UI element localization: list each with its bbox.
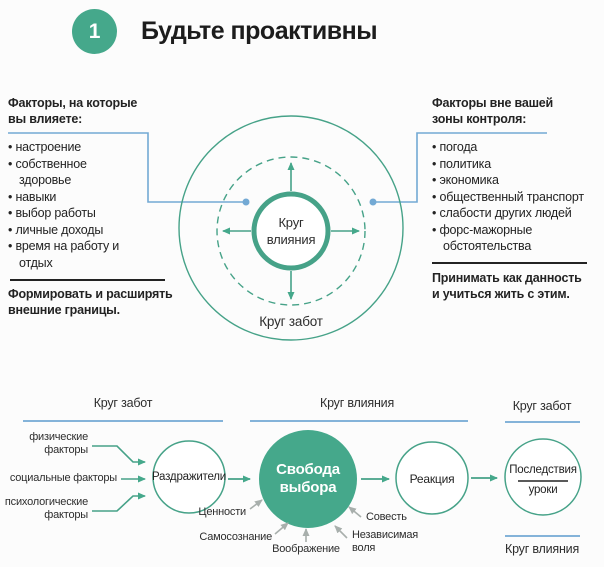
list-item: погода xyxy=(432,139,600,156)
factor-arrows xyxy=(92,445,146,512)
quality-arrows xyxy=(249,499,362,542)
zone-label-influence-bottom: Круг влияния xyxy=(504,542,580,556)
values-arrow xyxy=(249,499,263,510)
freedom-of-choice-label: Свобода выбора xyxy=(276,461,340,496)
psychological-factor-arrow xyxy=(92,492,146,512)
consequences-circle xyxy=(504,438,582,516)
zone-label-concern-right: Круг забот xyxy=(512,399,572,413)
left-panel-footer: Формировать и расширять внешние границы. xyxy=(8,287,173,317)
self-awareness-arrow xyxy=(274,522,289,535)
right-callout-connector xyxy=(369,132,547,206)
quality-conscience: Совесть xyxy=(366,511,407,523)
outer-circle-of-concern xyxy=(178,115,404,341)
list-item: настроение xyxy=(8,139,134,156)
list-item: личные доходы xyxy=(8,222,134,239)
dashed-middle-circle xyxy=(216,156,366,306)
quality-values: Ценности xyxy=(198,506,246,518)
input-physical-factors: физические факторы xyxy=(29,431,88,456)
right-panel-footer: Принимать как данность и учиться жить с … xyxy=(432,271,582,301)
reaction-circle xyxy=(395,441,469,515)
venn-diagram xyxy=(178,115,404,341)
independent-will-arrow xyxy=(334,525,348,539)
list-item: навыки xyxy=(8,189,134,206)
input-social-factors: социальные факторы xyxy=(9,472,117,484)
zone-label-concern-left: Круг забот xyxy=(93,396,153,410)
list-item: экономика xyxy=(432,172,600,189)
quality-imagination: Воображение xyxy=(272,543,340,555)
list-item: общественный транспорт xyxy=(432,189,600,206)
list-item: время на работу и отдых xyxy=(8,238,134,271)
inner-circle-of-influence xyxy=(251,191,331,271)
quality-independent-will: Независимая воля xyxy=(352,529,419,554)
right-panel-heading: Факторы вне вашей зоны контроля: xyxy=(432,96,554,126)
list-item: политика xyxy=(432,156,600,173)
right-connector-dot xyxy=(369,198,377,206)
consequences-label: Последствия xyxy=(509,464,577,476)
habit-number: 1 xyxy=(88,19,101,43)
habit-number-badge: 1 xyxy=(72,9,117,54)
circle-of-influence-label: Круг влияния xyxy=(266,215,316,247)
stimuli-label: Раздражители xyxy=(151,471,227,483)
physical-factor-arrow xyxy=(92,445,146,466)
left-callout-connector xyxy=(8,132,250,206)
lessons-label: уроки xyxy=(528,484,558,496)
conscience-arrow xyxy=(348,506,362,518)
left-panel-heading: Факторы, на которые вы влияете: xyxy=(8,96,138,126)
page-title: Будьте проактивны xyxy=(141,17,378,45)
list-item: слабости других людей xyxy=(432,205,600,222)
list-item: выбор работы xyxy=(8,205,134,222)
zone-label-influence-top: Круг влияния xyxy=(319,396,395,410)
freedom-of-choice-circle xyxy=(259,430,357,528)
left-connector-dot xyxy=(242,198,250,206)
quality-self-awareness: Самосознание xyxy=(199,531,272,543)
left-panel-list: настроение собственное здоровье навыки в… xyxy=(8,139,134,271)
input-psychological-factors: психологические факторы xyxy=(4,496,88,521)
circle-of-concern-label: Круг забот xyxy=(259,314,323,329)
stimuli-circle xyxy=(152,440,226,514)
reaction-label: Реакция xyxy=(409,472,455,486)
list-item: форс-мажорные обстоятельства xyxy=(432,222,600,255)
right-panel-list: погода политика экономика общественный т… xyxy=(432,139,600,255)
list-item: собственное здоровье xyxy=(8,156,134,189)
